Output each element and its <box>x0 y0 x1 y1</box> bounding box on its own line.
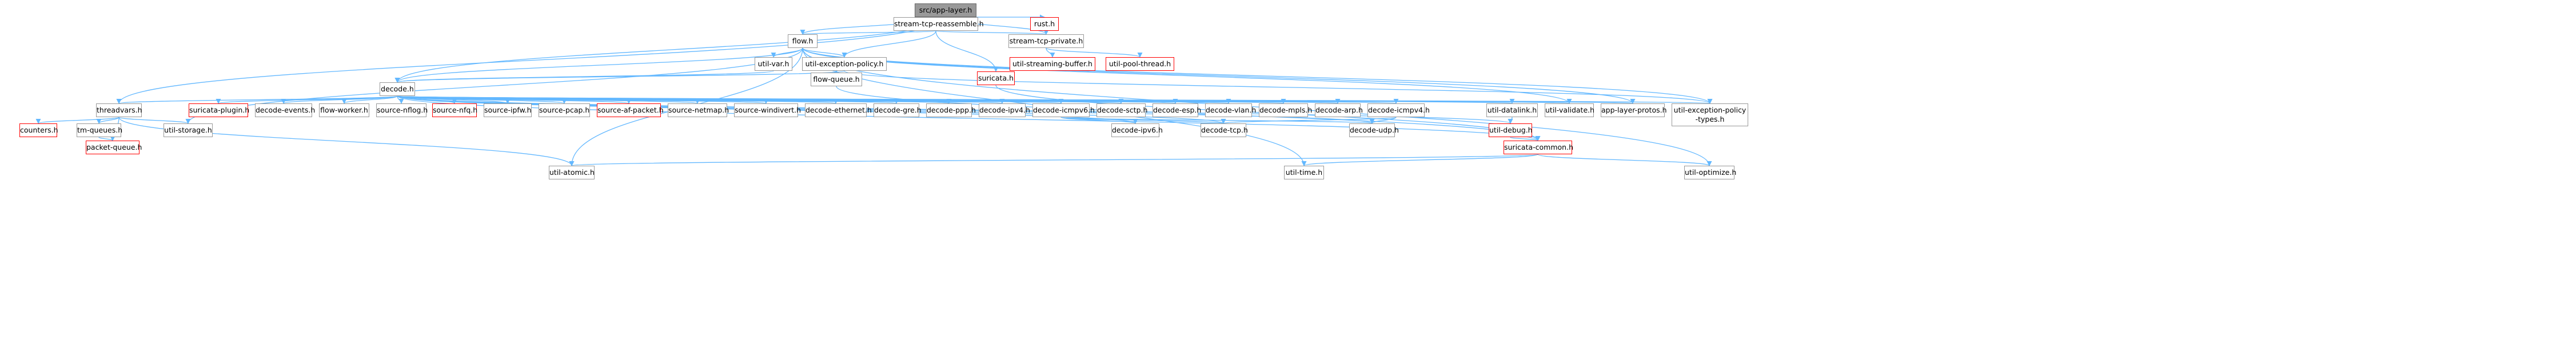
edge-decode_icmpv6_h-to-decode_udp_h <box>1060 117 1374 124</box>
edge-stream_tcp_reassemble_h-to-flow_h <box>800 29 936 35</box>
edge-app_layer_h-to-threadvars_h <box>116 17 946 104</box>
edge-threadvars_h-to-util_storage_h <box>118 117 191 124</box>
node-suricata-h[interactable]: suricata.h <box>977 71 1015 85</box>
node-util-pool-thread-h[interactable]: util-pool-thread.h <box>1106 57 1174 71</box>
edge-decode_h-to-threadvars_h <box>117 95 398 104</box>
node-decode-ppp-h[interactable]: decode-ppp.h <box>926 103 976 117</box>
node-stream-tcp-reassemble-h[interactable]: stream-tcp-reassemble.h <box>894 17 984 31</box>
edge-stream_tcp_reassemble_h-to-util_exception_policy_h <box>842 30 936 58</box>
node-source-nflog-h[interactable]: source-nflog.h <box>376 103 428 117</box>
node-decode-h[interactable]: decode.h <box>380 82 415 96</box>
node-util-storage-h[interactable]: util-storage.h <box>164 123 213 137</box>
edge-stream_tcp_private_h-to-util_pool_thread_h <box>1046 47 1143 58</box>
edge-decode_h-to-util_exception_policy_types_h <box>397 95 1711 104</box>
node-source-nfq-h[interactable]: source-nfq.h <box>432 103 477 117</box>
edge-util_debug_h-to-suricata_common_h <box>1510 135 1541 141</box>
edge-flow_h-to-app_layer_protos_h <box>802 47 1636 104</box>
node-decode-events-h[interactable]: decode-events.h <box>255 103 315 117</box>
edge-util_exception_policy_h-to-decode_h <box>395 70 845 83</box>
edge-flow_h-to-util_exception_policy_h <box>802 47 847 58</box>
node-rust-h[interactable]: rust.h <box>1030 17 1059 31</box>
node-util-debug-h[interactable]: util-debug.h <box>1489 123 1533 137</box>
edge-flow_h-to-decode_h <box>394 47 803 83</box>
node-decode-sctp-h[interactable]: decode-sctp.h <box>1096 103 1147 117</box>
node-app-layer-h: src/app-layer.h <box>915 3 976 17</box>
node-counters-h[interactable]: counters.h <box>19 123 58 137</box>
edge-decode_icmpv4_h-to-decode_udp_h <box>1369 117 1397 124</box>
node-threadvars-h[interactable]: threadvars.h <box>96 103 142 117</box>
node-decode-vlan-h[interactable]: decode-vlan.h <box>1205 103 1256 117</box>
edge-suricata_common_h-to-util_time_h <box>1301 154 1538 166</box>
node-util-var-h[interactable]: util-var.h <box>755 57 792 71</box>
edge-threadvars_h-to-util_atomic_h <box>118 117 575 166</box>
node-decode-mpls-h[interactable]: decode-mpls.h <box>1259 103 1312 117</box>
edge-flow_h-to-util_optimize_h <box>802 47 1712 166</box>
edge-decode_icmpv6_h-to-decode_ipv6_h <box>1060 117 1138 124</box>
edge-stream_tcp_reassemble_h-to-suricata_h <box>935 30 999 72</box>
node-util-atomic-h[interactable]: util-atomic.h <box>549 166 595 179</box>
node-util-streaming-buffer-h[interactable]: util-streaming-buffer.h <box>1010 57 1095 71</box>
node-decode-ipv6-h[interactable]: decode-ipv6.h <box>1111 123 1163 137</box>
node-app-layer-protos-h[interactable]: app-layer-protos.h <box>1601 103 1667 117</box>
node-decode-icmpv6-h[interactable]: decode-icmpv6.h <box>1032 103 1095 117</box>
node-decode-udp-h[interactable]: decode-udp.h <box>1349 123 1399 137</box>
node-flow-worker-h[interactable]: flow-worker.h <box>319 103 369 117</box>
edge-stream_tcp_private_h-to-util_streaming_buffer_h <box>1046 47 1055 58</box>
node-decode-ethernet-h[interactable]: decode-ethernet.h <box>805 103 872 117</box>
node-tm-queues-h[interactable]: tm-queues.h <box>77 123 122 137</box>
node-decode-ipv4-h[interactable]: decode-ipv4.h <box>979 103 1030 117</box>
edge-flow_h-to-util_exception_policy_types_h <box>802 47 1713 104</box>
node-flow-queue-h[interactable]: flow-queue.h <box>811 73 862 86</box>
node-stream-tcp-private-h[interactable]: stream-tcp-private.h <box>1008 34 1084 48</box>
edge-stream_tcp_reassemble_h-to-stream_tcp_private_h <box>935 29 1049 35</box>
node-util-datalink-h[interactable]: util-datalink.h <box>1486 103 1538 117</box>
edge-suricata_common_h-to-util_atomic_h <box>569 154 1538 166</box>
node-source-netmap-h[interactable]: source-netmap.h <box>668 103 729 117</box>
edge-suricata_common_h-to-util_optimize_h <box>1537 154 1712 166</box>
edge-decode_icmpv6_h-to-decode_tcp_h <box>1060 117 1226 124</box>
edge-decode_icmpv4_h-to-decode_tcp_h <box>1221 117 1397 124</box>
edge-threadvars_h-to-counters_h <box>35 117 119 124</box>
node-decode-icmpv4-h[interactable]: decode-icmpv4.h <box>1367 103 1430 117</box>
node-source-windivert-h[interactable]: source-windivert.h <box>734 103 801 117</box>
edge-app_layer_h-to-decode_h <box>394 17 946 83</box>
node-decode-arp-h[interactable]: decode-arp.h <box>1315 103 1363 117</box>
node-suricata-plugin-h[interactable]: suricata-plugin.h <box>189 103 249 117</box>
node-util-validate-h[interactable]: util-validate.h <box>1545 103 1594 117</box>
node-source-af-packet-h[interactable]: source-af-packet.h <box>597 103 664 117</box>
edge-tm_queues_h-to-packet_queue_h <box>98 135 115 141</box>
node-decode-gre-h[interactable]: decode-gre.h <box>874 103 922 117</box>
node-label-line-2: -types.h <box>1695 115 1725 123</box>
node-util-time-h[interactable]: util-time.h <box>1284 166 1324 179</box>
edge-flow_h-to-util_var_h <box>771 47 803 58</box>
edge-flow_h-to-util_validate_h <box>802 47 1572 104</box>
node-util-exception-policy-h[interactable]: util-exception-policy.h <box>802 57 887 71</box>
node-suricata-common-h[interactable]: suricata-common.h <box>1504 141 1573 154</box>
edge-decode_h-to-flow_worker_h <box>341 95 398 104</box>
edge-threadvars_h-to-tm_queues_h <box>96 117 119 124</box>
node-flow-h[interactable]: flow.h <box>788 34 818 48</box>
node-util-exception-policy-types-h[interactable]: util-exception-policy -types.h <box>1672 103 1748 126</box>
edge-util_exception_policy_h-to-util_exception_policy_types_h <box>844 70 1713 104</box>
node-decode-esp-h[interactable]: decode-esp.h <box>1153 103 1201 117</box>
edge-util_datalink_h-to-util_debug_h <box>1508 117 1513 124</box>
edge-decode_h-to-decode_events_h <box>281 95 398 104</box>
node-source-ipfw-h[interactable]: source-ipfw.h <box>484 103 532 117</box>
node-label-line-1: util-exception-policy <box>1673 106 1746 114</box>
node-util-optimize-h[interactable]: util-optimize.h <box>1684 166 1736 179</box>
edge-decode_h-to-source_nflog_h <box>397 95 404 104</box>
node-decode-tcp-h[interactable]: decode-tcp.h <box>1201 123 1248 137</box>
node-packet-queue-h[interactable]: packet-queue.h <box>86 141 142 154</box>
node-source-pcap-h[interactable]: source-pcap.h <box>539 103 590 117</box>
